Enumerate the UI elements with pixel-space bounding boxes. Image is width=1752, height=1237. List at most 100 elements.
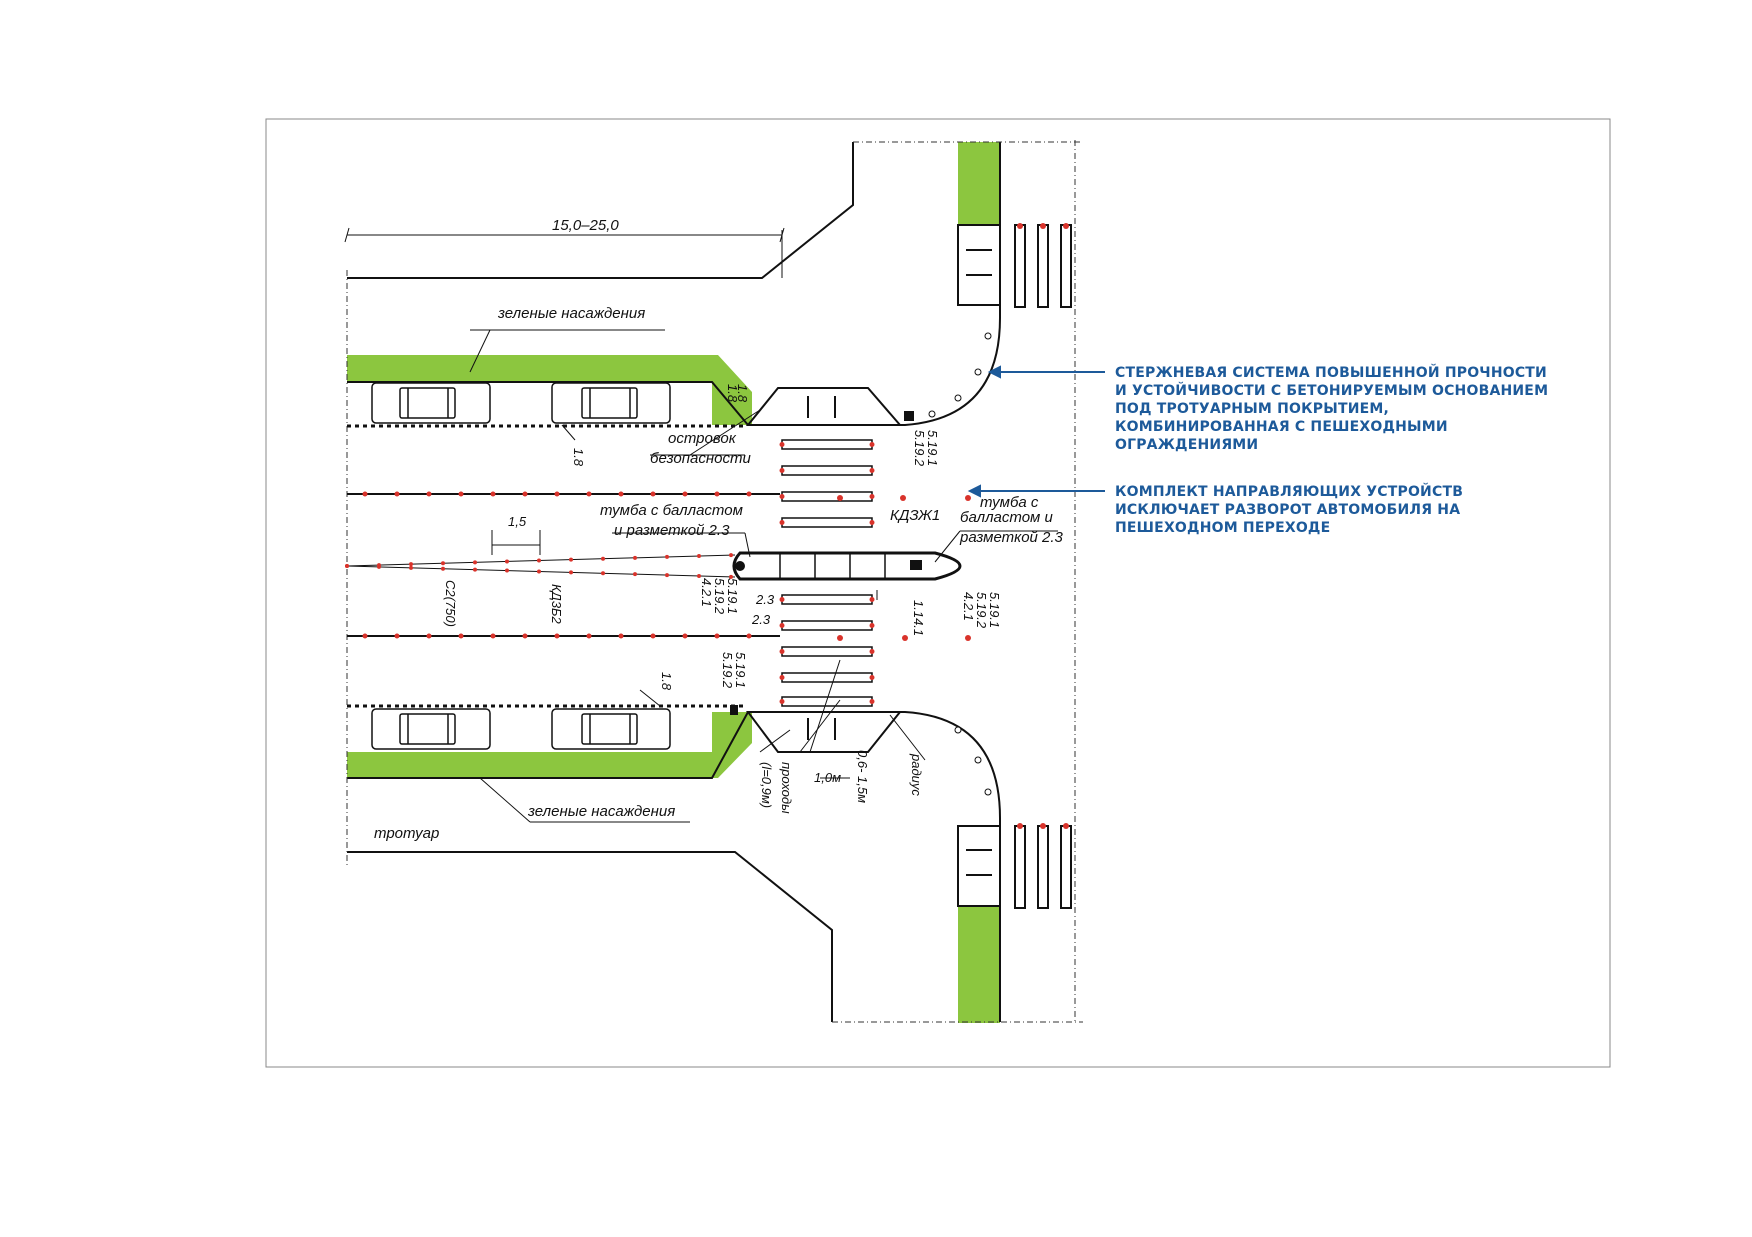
sign-code: 5.19.1: [733, 652, 748, 688]
taper-marker: [441, 566, 445, 571]
taper-marker: [697, 573, 701, 578]
callout-leaders: [967, 365, 1105, 498]
zebra-marker: [869, 649, 875, 654]
zebra-stripe: [781, 439, 873, 450]
taper-marker: [633, 555, 637, 560]
sign-code: 5.19.1: [925, 430, 940, 466]
sign-code: 5.19.2: [720, 652, 735, 689]
label-0-6-1-5m: 0,6- 1,5м: [855, 750, 870, 803]
sign-code: 5.19.2: [974, 592, 989, 629]
car-3: [371, 708, 491, 750]
zebra-marker: [779, 494, 785, 499]
lane-marker: [426, 491, 432, 497]
lane-marker: [426, 633, 432, 639]
label-c2-750: С2(750): [443, 580, 458, 627]
label-tumba-left-2: и разметкой 2.3: [614, 522, 730, 539]
taper-marker: [537, 558, 541, 563]
sign-code: 1.8: [725, 384, 740, 403]
zebra-marker: [869, 520, 875, 525]
sign-code: 1.8: [735, 384, 750, 403]
zebra-marker: [779, 649, 785, 654]
lane-marker: [682, 633, 688, 639]
label-island-2: безопасности: [650, 450, 751, 467]
zebra-stripe: [781, 594, 873, 605]
top-dimension: [344, 227, 785, 278]
lane-marker: [746, 633, 752, 639]
right-pedestrian-blocks: [957, 224, 1072, 909]
label-1-14-1: 1.14.1: [911, 600, 926, 636]
lane-marker: [362, 633, 368, 639]
zebra-marker: [779, 675, 785, 680]
zebra-stripe: [781, 465, 873, 476]
callout-guides-text: КОМПЛЕКТ НАПРАВЛЯЮЩИХ УСТРОЙСТВ ИСКЛЮЧАЕ…: [1115, 484, 1464, 536]
taper-marker: [473, 560, 477, 565]
right-block-red-dots: [1017, 223, 1069, 829]
taper-marker: [409, 565, 413, 570]
edge-lines: [347, 424, 745, 708]
green-right-bottom: [958, 905, 1000, 1023]
label-1-8-bottom: 1.8: [659, 672, 674, 691]
zebra-marker: [869, 623, 875, 628]
label-kdzzh1: КДЗЖ1: [890, 507, 940, 524]
label-1-8-top: 1.8: [571, 448, 586, 467]
taper-marker: [729, 574, 733, 579]
taper-marker: [729, 553, 733, 558]
sign-code: 4.2.1: [699, 578, 714, 607]
lane-marker: [458, 491, 464, 497]
lane-marker: [362, 491, 368, 497]
zebra-marker: [779, 442, 785, 447]
crossing-barriers: [730, 387, 914, 753]
lane-marker: [650, 491, 656, 497]
leader-lines: [469, 329, 1058, 823]
lane-marker: [650, 633, 656, 639]
zebra-stripe: [781, 672, 873, 683]
label-radius: радиус: [909, 753, 924, 796]
zebra-marker: [869, 494, 875, 499]
island-taper: [346, 554, 736, 578]
label-kd3b2: КД3Б2: [549, 584, 564, 625]
zebra-stripe: [781, 491, 873, 502]
radius-barrier-dots: [928, 332, 992, 796]
taper-marker: [409, 562, 413, 567]
zebra-stripe: [781, 517, 873, 528]
lane-marker: [394, 491, 400, 497]
zebra-marker: [869, 597, 875, 602]
lane-marker: [586, 633, 592, 639]
zebra-marker: [869, 442, 875, 447]
green-bottom-left: [347, 712, 752, 778]
taper-marker: [473, 567, 477, 572]
zebra-marker: [779, 699, 785, 704]
sign-code: 5.19.2: [712, 578, 727, 615]
lane-marker: [554, 491, 560, 497]
lane-marker: [618, 633, 624, 639]
taper-marker: [601, 556, 605, 561]
label-passages: проходы: [779, 762, 794, 814]
dimension-top-label: 15,0–25,0: [552, 217, 619, 234]
taper-marker: [441, 561, 445, 566]
taper-marker: [569, 570, 573, 575]
lane-marker: [394, 633, 400, 639]
safety-island: [732, 551, 962, 581]
lane-marker: [714, 491, 720, 497]
crossing-red-dots: [837, 495, 971, 641]
lane-lines: [347, 493, 780, 637]
green-right-top: [958, 142, 1000, 225]
sign-stacks: 5.19.15.19.24.2.15.19.15.19.25.19.15.19.…: [699, 384, 1002, 689]
lane-markers: [362, 491, 752, 639]
zebra-marker: [779, 520, 785, 525]
taper-marker: [601, 571, 605, 576]
label-tumba-left-1: тумба с балластом: [600, 502, 743, 519]
taper-marker: [665, 573, 669, 578]
lane-marker: [618, 491, 624, 497]
crosswalk-zebra: [779, 439, 875, 707]
sign-code: 5.19.1: [725, 578, 740, 614]
zebra-marker: [779, 468, 785, 473]
label-dim-1-5: 1,5: [508, 514, 527, 529]
label-tumba-right-3: разметкой 2.3: [959, 529, 1064, 546]
label-island-1: островок: [668, 430, 737, 447]
green-areas: [347, 142, 1000, 1023]
taper-marker: [665, 554, 669, 559]
taper-marker: [377, 564, 381, 569]
lane-marker: [490, 491, 496, 497]
taper-marker: [697, 554, 701, 559]
